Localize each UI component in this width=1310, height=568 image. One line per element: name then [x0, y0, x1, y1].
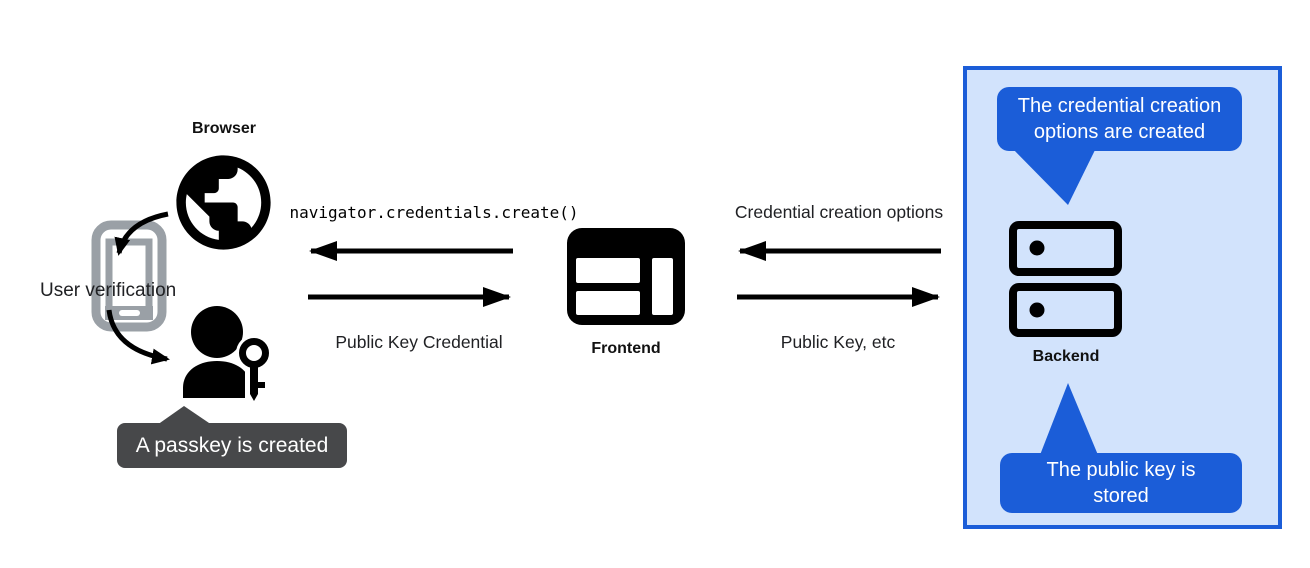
person-key-icon — [183, 306, 272, 401]
callout-options-created-text: The credential creation options are crea… — [1017, 95, 1222, 143]
globe-icon — [176, 155, 271, 250]
browser-window-icon — [567, 228, 685, 325]
callout-tail-bottom — [1040, 383, 1098, 455]
user-verification-label: User verification — [40, 280, 177, 301]
tooltip-passkey-created: A passkey is created — [117, 423, 347, 468]
public-key-etc-label: Public Key, etc — [780, 332, 896, 352]
server-icon — [1009, 221, 1122, 337]
callout-public-key-stored-text: The public key is stored — [1046, 459, 1196, 507]
arrow-phone-to-person — [106, 309, 170, 365]
callout-options-created: The credential creation options are crea… — [997, 87, 1242, 151]
arrow-globe-to-phone — [114, 211, 169, 256]
tooltip-passkey-created-text: A passkey is created — [135, 433, 329, 457]
callout-public-key-stored: The public key is stored — [1000, 453, 1242, 513]
public-key-credential-label: Public Key Credential — [335, 332, 503, 352]
credential-creation-options-label: Credential creation options — [734, 202, 944, 222]
api-call-label: navigator.credentials.create() — [289, 203, 579, 222]
phone-icon — [91, 220, 167, 332]
frontend-node-label: Frontend — [591, 340, 661, 357]
tooltip-tail — [157, 406, 212, 425]
backend-node-label: Backend — [1032, 348, 1100, 365]
browser-node-label: Browser — [191, 120, 257, 137]
callout-tail-top — [1012, 148, 1096, 205]
